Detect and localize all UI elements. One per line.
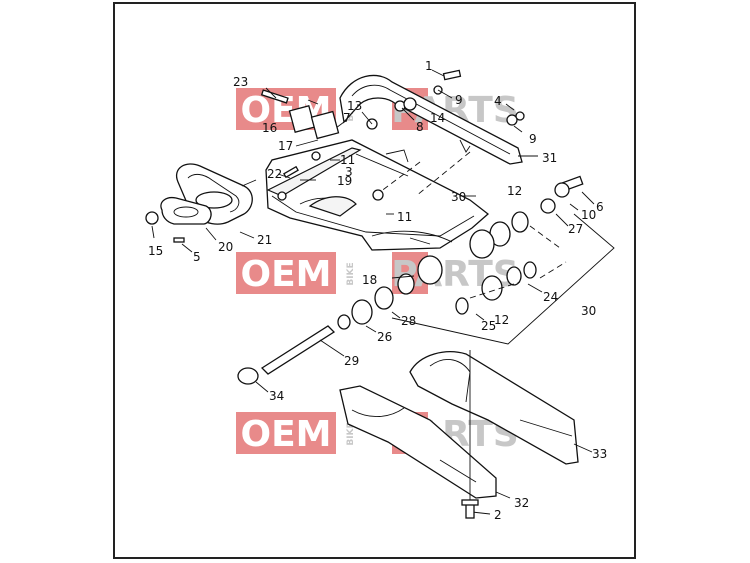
callout-1: 1	[425, 59, 433, 73]
callout-16: 16	[262, 121, 277, 135]
callout-31: 31	[542, 151, 557, 165]
callout-29: 29	[344, 354, 359, 368]
callout-34: 34	[269, 389, 284, 403]
callout-33: 33	[592, 447, 607, 461]
callout-13: 13	[347, 99, 362, 113]
callout-26: 26	[377, 330, 392, 344]
callout-labels: 1 2 3 4 5 6 7 8 9 9 10 11 11 12 12 13 14…	[148, 59, 607, 522]
callout-4: 4	[494, 94, 502, 108]
callout-12a: 12	[507, 184, 522, 198]
callout-5: 5	[193, 250, 201, 264]
pivot-shaft	[237, 325, 336, 385]
callout-15: 15	[148, 244, 163, 258]
watermark-bike: BIKE	[346, 262, 356, 285]
callout-10: 10	[581, 208, 596, 222]
callout-30b: 30	[581, 304, 596, 318]
callout-20: 20	[218, 240, 233, 254]
callout-30a: 30	[451, 190, 466, 204]
callout-6: 6	[596, 200, 604, 214]
callout-2: 2	[494, 508, 502, 522]
leader-lines	[151, 69, 595, 515]
chain-adjuster	[160, 163, 257, 225]
small-hardware	[145, 69, 584, 243]
watermark-oem: OEM	[240, 254, 331, 295]
callout-23: 23	[233, 75, 248, 89]
callout-28: 28	[401, 314, 416, 328]
callout-14: 14	[430, 111, 445, 125]
callout-9a: 9	[455, 93, 463, 107]
callout-32: 32	[514, 496, 529, 510]
callout-19: 19	[337, 174, 352, 188]
pivot-bearings	[337, 211, 537, 330]
callout-11a: 11	[340, 153, 355, 167]
callout-12b: 12	[494, 313, 509, 327]
callout-17: 17	[278, 139, 293, 153]
assembly-lines	[379, 151, 615, 500]
callout-7: 7	[343, 111, 351, 125]
watermark-bike: BIKE	[346, 422, 356, 445]
lower-covers	[339, 351, 579, 499]
bottom-screw	[461, 499, 479, 519]
watermark-middle: OEM BIKE PARTS	[236, 252, 519, 295]
callout-11b: 11	[397, 210, 412, 224]
callout-21: 21	[257, 233, 272, 247]
belt-guard	[335, 74, 523, 165]
callout-27: 27	[568, 222, 583, 236]
watermark-oem: OEM	[240, 414, 331, 455]
callout-18: 18	[362, 273, 377, 287]
callout-25: 25	[481, 319, 496, 333]
callout-22: 22	[267, 167, 282, 181]
callout-24: 24	[543, 290, 558, 304]
callout-9b: 9	[529, 132, 537, 146]
callout-8: 8	[416, 120, 424, 134]
callout-3: 3	[345, 165, 353, 179]
